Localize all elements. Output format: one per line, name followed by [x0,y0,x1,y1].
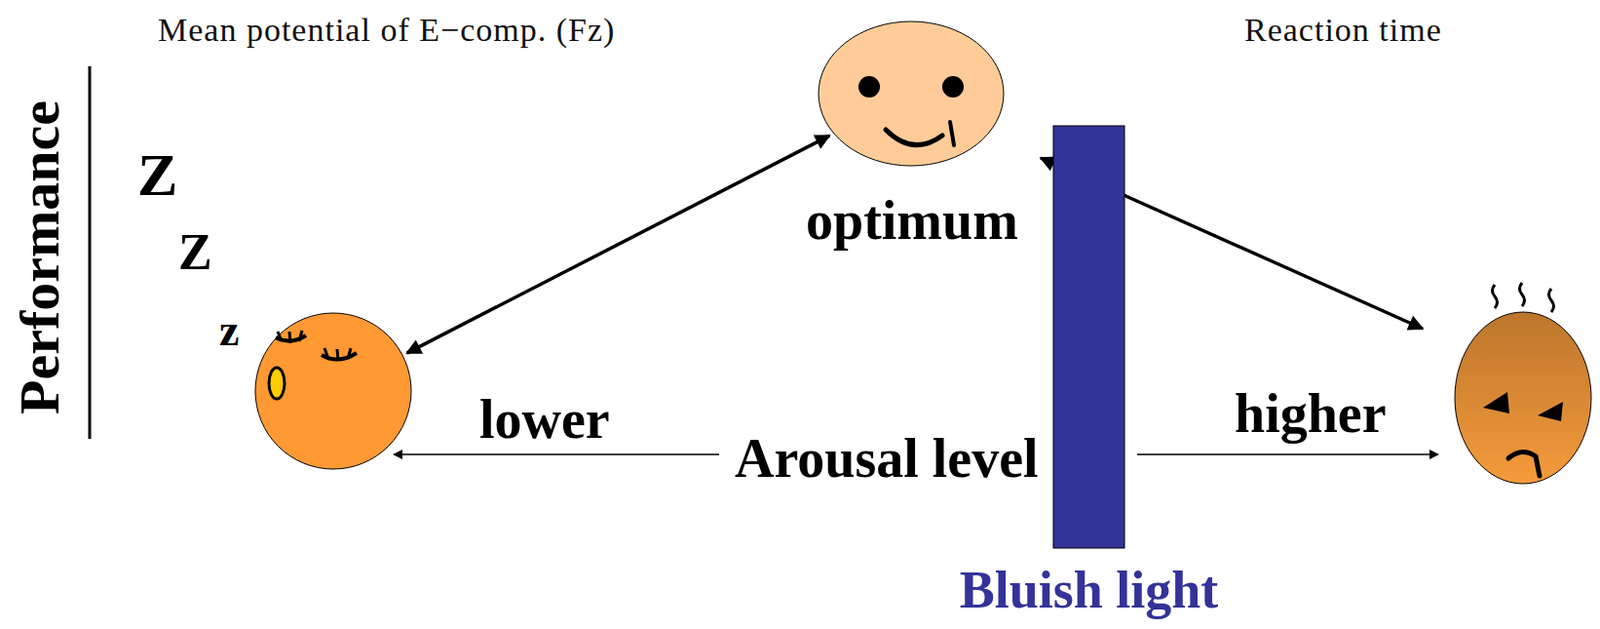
sleepy-face-shape [254,311,413,470]
arrow-line [393,453,720,456]
sleep-letter: z [219,307,239,353]
happy-face: optimum [817,20,1005,167]
face-mouth [1508,451,1540,476]
arrow-line [1137,453,1439,456]
sleepy-face: ZZz [254,311,413,470]
axis-line [88,66,92,439]
steam-line [1492,284,1498,308]
face-mouth [885,129,943,146]
node-label: optimum [805,192,1019,248]
axis-caption: Reaction time [1244,13,1443,47]
face-outline [818,21,1004,166]
face-outline [1454,311,1592,484]
angry-face [1454,282,1592,484]
axis-caption: Mean potential of E−comp. (Fz) [157,13,615,47]
sleep-letter: Z [137,144,178,205]
bluish-light-bar: Bluish light [1053,125,1125,548]
axis-title: Performance [11,100,69,415]
face-drop [268,367,285,399]
sleep-letter: Z [178,227,213,278]
face-eye [942,76,964,98]
steam-line [1549,288,1555,312]
axis-end-label: lower [479,391,610,447]
face-eye [858,76,880,98]
light-bar [1053,125,1125,548]
connector-arrow [407,135,831,353]
face-eye [1483,391,1510,414]
happy-face-shape [817,20,1005,167]
face-outline [255,312,412,469]
eye-lashes [277,330,303,343]
axis-end-label: higher [1234,385,1387,441]
eye-lashes [324,347,351,361]
face-mouth [950,121,954,146]
face-eye [1537,401,1563,421]
bluish-light-bar-shape [1053,125,1125,548]
steam-line [1520,282,1525,306]
axis-title: Arousal level [734,430,1039,486]
node-label: Bluish light [959,563,1220,616]
